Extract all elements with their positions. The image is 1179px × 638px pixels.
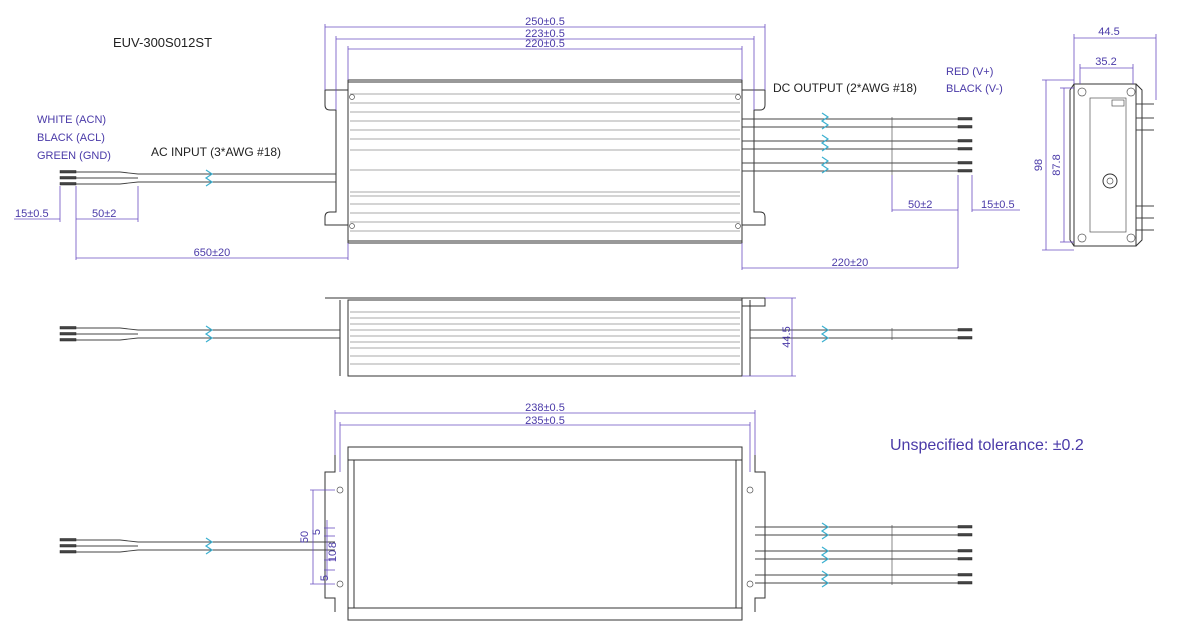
ac-cable-dimensions <box>14 186 349 260</box>
ac-input-cable <box>59 169 336 187</box>
top-view: 250±0.5 223±0.5 220±0.5 15±0.5 50±2 650±… <box>14 16 1020 270</box>
dc-wire-black: BLACK (V-) <box>946 83 1003 95</box>
dim-bottom-inner: 235±0.5 <box>525 415 565 427</box>
top-view-body <box>347 79 743 244</box>
dim-overall-length: 250±0.5 <box>525 16 565 28</box>
top-dimensions <box>324 24 766 110</box>
dim-ac-length: 650±20 <box>194 247 231 259</box>
dc-output-label: DC OUTPUT (2*AWG #18) <box>773 81 917 95</box>
bottom-view: 238±0.5 235±0.5 50 5 8 10 5 <box>59 402 973 621</box>
dim-end-h1: 98 <box>1033 159 1045 171</box>
top-view-flange-right <box>741 89 766 226</box>
dim-ac-split: 50±2 <box>92 208 116 220</box>
top-view-fins <box>350 93 740 232</box>
top-view-flange <box>324 89 349 226</box>
dim-dc-length: 220±20 <box>832 257 869 269</box>
side-view-body <box>347 299 743 377</box>
ac-input-label: AC INPUT (3*AWG #18) <box>151 145 281 159</box>
dim-dc-strip: 15±0.5 <box>981 199 1015 211</box>
dim-ac-strip: 15±0.5 <box>15 208 49 220</box>
side-view-fins <box>350 311 740 365</box>
dim-bottom-left-a: 5 <box>311 529 323 535</box>
dc-output-cables <box>742 112 973 175</box>
dim-bottom-left-50: 50 <box>299 531 311 543</box>
dim-mount-length: 223±0.5 <box>525 28 565 40</box>
dc-cable-dimensions <box>741 175 1020 270</box>
ac-wire-white: WHITE (ACN) <box>37 114 106 126</box>
dim-bottom-left-d: 5 <box>319 575 331 581</box>
dim-end-h2: 87.8 <box>1051 154 1063 175</box>
dim-bottom-left-c: 10 <box>327 550 339 562</box>
dim-side-height: 44.5 <box>781 326 793 347</box>
ac-wire-green: GREEN (GND) <box>37 150 111 162</box>
side-view: 44.5 <box>59 297 973 377</box>
dim-dc-split: 50±2 <box>908 199 932 211</box>
dim-body-length: 220±0.5 <box>525 38 565 50</box>
bottom-view-body <box>347 446 743 621</box>
dc-wire-red: RED (V+) <box>946 66 993 78</box>
tolerance-note: Unspecified tolerance: ±0.2 <box>890 437 1084 454</box>
dim-bottom-overall: 238±0.5 <box>525 402 565 414</box>
dim-end-width: 44.5 <box>1098 26 1119 38</box>
dim-end-inner: 35.2 <box>1095 56 1116 68</box>
model-name: EUV-300S012ST <box>113 35 212 50</box>
ac-wire-black: BLACK (ACL) <box>37 132 105 144</box>
end-view: 44.5 35.2 98 87.8 <box>1033 26 1157 251</box>
end-view-gland <box>1102 173 1118 189</box>
end-view-body <box>1073 83 1137 247</box>
dim-bottom-left-b: 8 <box>327 542 339 548</box>
